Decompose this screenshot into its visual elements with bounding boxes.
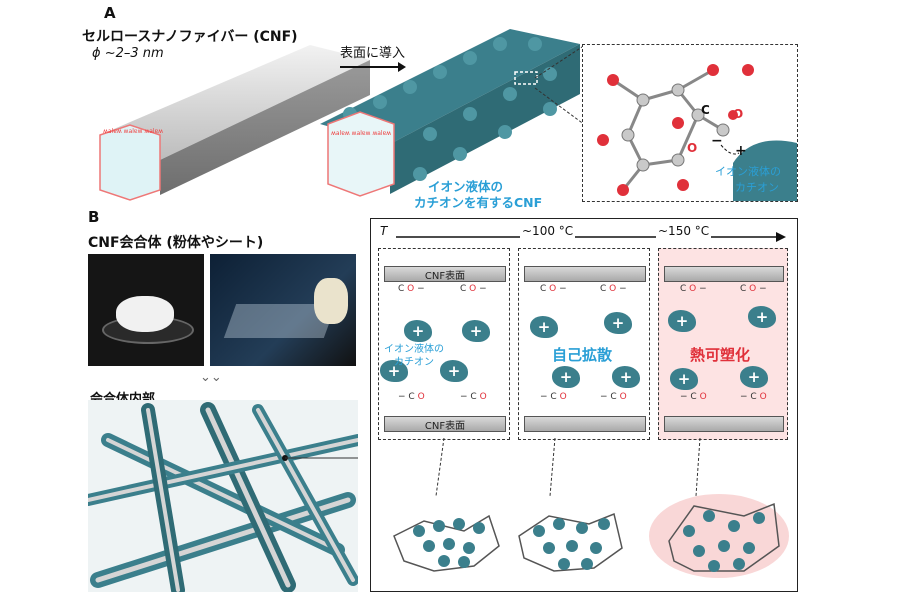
aggregate-title: CNF会合体 (粉体やシート)	[88, 235, 264, 251]
inset-oxygen-2: O	[687, 141, 698, 155]
powder-photo	[88, 254, 204, 366]
inset-oxygen-1: O	[733, 107, 744, 121]
decorated-cnf-fiber	[320, 29, 580, 197]
molecular-inset: C O O − + イオン液体の カチオン	[582, 44, 798, 202]
inset-cation-line1: イオン液体の	[715, 165, 781, 178]
cnf-title: セルロースナノファイバー (CNF)	[82, 29, 298, 45]
cation-5: +	[530, 316, 558, 338]
cnf-diameter: ϕ ~2–3 nm	[92, 46, 164, 61]
carboxyl-top-2: C O −	[460, 284, 487, 294]
right-arrow-icon	[340, 62, 406, 72]
cnf-label-line1: イオン液体の	[428, 179, 504, 194]
cation-10: +	[748, 306, 776, 328]
state-box-diffusion	[518, 248, 650, 440]
inset-carbon: C	[701, 103, 710, 117]
cluster-thermoplastic	[649, 494, 789, 578]
carboxyl-top-5: C O −	[680, 284, 707, 294]
molecular-clusters	[393, 494, 789, 578]
plate-top-2	[524, 266, 646, 282]
cluster-diffusion	[518, 512, 623, 572]
carboxyl-bottom-3: − C O	[540, 392, 567, 402]
temp-150: ~150 °C	[656, 224, 712, 238]
temp-100: ~100 °C	[520, 224, 576, 238]
ionic-liquid-label-line2: カチオン	[394, 357, 434, 368]
carboxyl-top-1: C O −	[398, 284, 425, 294]
decorated-cnf-strands: ʍalɐʍ ʍalɐʍ ʍalɐʍ	[331, 130, 392, 137]
down-chevrons-icon: ⌄⌄	[200, 370, 222, 385]
cation-2: +	[462, 320, 490, 342]
ionic-liquid-label-line1: イオン液体の	[384, 344, 444, 355]
plate-bottom-2	[524, 416, 646, 432]
inset-cation-line2: カチオン	[735, 181, 779, 194]
bare-cnf-strands: ʍalɐʍ ʍalɐʍ ʍalɐʍ	[103, 128, 164, 135]
thermoplastic-label: 熱可塑化	[690, 346, 751, 364]
carboxyl-bottom-5: − C O	[680, 392, 707, 402]
carboxyl-top-3: C O −	[540, 284, 567, 294]
panel-b-letter: B	[88, 208, 100, 226]
gloved-hand	[314, 278, 348, 324]
carboxyl-bottom-2: − C O	[460, 392, 487, 402]
cation-1: +	[404, 320, 432, 342]
panel-a-letter: A	[104, 4, 116, 22]
cation-7: +	[552, 366, 580, 388]
fiber-network	[88, 400, 358, 592]
carboxyl-top-6: C O −	[740, 284, 767, 294]
cation-3: +	[380, 360, 408, 382]
carboxyl-bottom-4: − C O	[600, 392, 627, 402]
cation-11: +	[670, 368, 698, 390]
carboxyl-bottom-6: − C O	[740, 392, 767, 402]
cation-8: +	[612, 366, 640, 388]
powder-pile	[116, 296, 174, 332]
self-diffusion-label: 自己拡散	[552, 346, 613, 364]
inset-connector	[534, 44, 586, 126]
plate-top-1: CNF表面	[384, 266, 506, 282]
cnf-label-line2: カチオンを有するCNF	[414, 195, 543, 210]
cluster-initial	[393, 514, 500, 572]
cation-4: +	[440, 360, 468, 382]
cation-6: +	[604, 312, 632, 334]
plate-bottom-3	[664, 416, 784, 432]
plate-bottom-1: CNF表面	[384, 416, 506, 432]
carboxyl-bottom-1: − C O	[398, 392, 425, 402]
bare-cnf-fiber	[99, 45, 370, 201]
carboxyl-top-4: C O −	[600, 284, 627, 294]
axis-t-label: T	[380, 224, 388, 238]
cation-12: +	[740, 366, 768, 388]
cation-9: +	[668, 310, 696, 332]
arrow-label: 表面に導入	[340, 46, 406, 61]
inset-plus: +	[735, 143, 747, 159]
sheet-photo	[210, 254, 356, 366]
inset-minus: −	[711, 133, 723, 149]
molecular-structure	[597, 64, 797, 201]
temperature-axis-arrow	[396, 232, 786, 242]
plate-top-3	[664, 266, 784, 282]
